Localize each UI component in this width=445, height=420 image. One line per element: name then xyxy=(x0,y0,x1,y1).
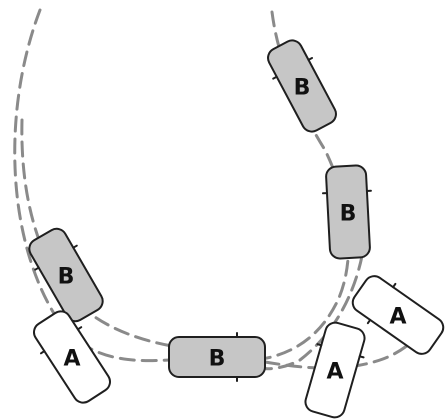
car-label: B xyxy=(58,265,75,290)
car-a-right-upper: A xyxy=(351,275,445,355)
car-label: B xyxy=(294,76,311,101)
car-label: B xyxy=(340,202,357,227)
trajectory-outer-left xyxy=(13,8,202,363)
car-label: A xyxy=(63,347,80,372)
car-label: A xyxy=(326,360,343,385)
car-b-top: B xyxy=(267,39,337,133)
car-a-right-lower: A xyxy=(304,321,366,419)
car-b-left: B xyxy=(28,227,104,323)
car-label: A xyxy=(389,305,406,330)
car-b-right: B xyxy=(321,164,372,260)
car-a-left: A xyxy=(33,310,111,404)
car-b-bottom: B xyxy=(168,332,266,382)
car-label: B xyxy=(209,347,226,372)
